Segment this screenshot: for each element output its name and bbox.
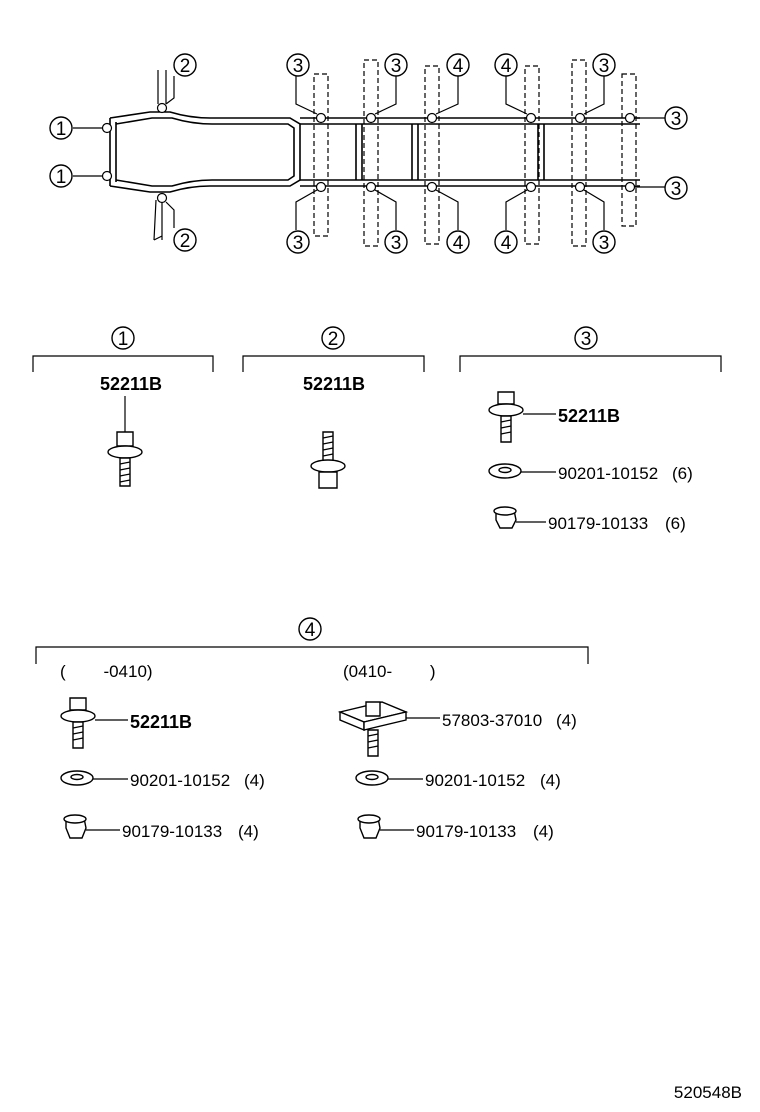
svg-text:2: 2 xyxy=(180,56,191,77)
group-4-left-washer-qty: (4) xyxy=(244,771,265,790)
group-4-right-bolt-part: 57803-37010 xyxy=(442,711,542,730)
callout-4-top-b: 4 xyxy=(494,53,518,77)
group-4: 4 ( -0410) (0410- ) 52211B 90201-10152 (… xyxy=(35,617,589,841)
svg-text:3: 3 xyxy=(391,56,402,77)
group-4-right-bolt-qty: (4) xyxy=(556,711,577,730)
bolt-icon xyxy=(310,431,346,489)
washer-icon xyxy=(60,770,94,786)
callout-3-top-b: 3 xyxy=(384,53,408,77)
nut-icon xyxy=(357,814,381,839)
nut-icon xyxy=(493,506,517,529)
group-3-nut-qty: (6) xyxy=(665,514,686,533)
svg-text:1: 1 xyxy=(56,119,67,140)
group-3-nut-part: 90179-10133 xyxy=(548,514,648,533)
group-4-left-bolt-part: 52211B xyxy=(130,712,192,732)
callout-3-bottom-b: 3 xyxy=(384,230,408,254)
callout-4-bottom-a: 4 xyxy=(446,230,470,254)
callout-3-top-a: 3 xyxy=(286,53,310,77)
svg-text:3: 3 xyxy=(581,329,592,350)
diagram-id: 520548B xyxy=(674,1083,742,1102)
group-2-part-number: 52211B xyxy=(303,374,365,394)
callout-3-bottom-c: 3 xyxy=(592,230,616,254)
group-3-bolt-part: 52211B xyxy=(558,406,620,426)
bolt-icon xyxy=(60,697,96,749)
group-3-washer-qty: (6) xyxy=(672,464,693,483)
group-3-washer-part: 90201-10152 xyxy=(558,464,658,483)
group-4-right-washer-part: 90201-10152 xyxy=(425,771,525,790)
group-4-right-washer-qty: (4) xyxy=(540,771,561,790)
group-4-right-nut-part: 90179-10133 xyxy=(416,822,516,841)
group-3: 3 52211B 90201-10152 (6) 90179-10133 (6) xyxy=(459,326,722,533)
group-4-left-range: ( -0410) xyxy=(60,662,153,681)
group-1: 1 52211B xyxy=(32,326,214,487)
bracket-bolt-icon xyxy=(337,701,409,757)
group-4-callout: 4 xyxy=(298,617,322,641)
svg-text:3: 3 xyxy=(671,179,682,200)
callout-3-bottom-a: 3 xyxy=(286,230,310,254)
svg-text:1: 1 xyxy=(56,167,67,188)
callout-3-right-upper: 3 xyxy=(664,106,688,130)
group-1-callout: 1 xyxy=(111,326,135,350)
group-3-callout: 3 xyxy=(574,326,598,350)
svg-text:4: 4 xyxy=(453,56,464,77)
frame-illustration: 1 1 2 2 3 3 4 4 3 3 3 3 3 4 4 3 xyxy=(49,53,688,254)
svg-text:4: 4 xyxy=(453,233,464,254)
group-4-right-range: (0410- ) xyxy=(343,662,436,681)
callout-4-top-a: 4 xyxy=(446,53,470,77)
svg-text:2: 2 xyxy=(328,329,339,350)
callout-1-upper: 1 xyxy=(49,116,73,140)
washer-icon xyxy=(488,463,522,479)
bolt-icon xyxy=(107,431,143,487)
group-1-part-number: 52211B xyxy=(100,374,162,394)
group-4-left-nut-qty: (4) xyxy=(238,822,259,841)
nut-icon xyxy=(63,814,87,839)
group-4-right-nut-qty: (4) xyxy=(533,822,554,841)
washer-icon xyxy=(355,770,389,786)
svg-text:2: 2 xyxy=(180,231,191,252)
callout-4-bottom-b: 4 xyxy=(494,230,518,254)
svg-text:3: 3 xyxy=(391,233,402,254)
svg-text:3: 3 xyxy=(599,56,610,77)
callout-3-top-c: 3 xyxy=(592,53,616,77)
bolt-icon xyxy=(488,391,524,443)
svg-text:4: 4 xyxy=(501,233,512,254)
group-4-left-washer-part: 90201-10152 xyxy=(130,771,230,790)
callout-2-lower: 2 xyxy=(173,228,197,252)
group-2-callout: 2 xyxy=(321,326,345,350)
svg-text:3: 3 xyxy=(671,109,682,130)
callout-3-right-lower: 3 xyxy=(664,176,688,200)
callout-1-lower: 1 xyxy=(49,164,73,188)
svg-text:4: 4 xyxy=(501,56,512,77)
svg-text:3: 3 xyxy=(293,233,304,254)
svg-text:3: 3 xyxy=(293,56,304,77)
callout-2-upper: 2 xyxy=(173,53,197,77)
svg-text:3: 3 xyxy=(599,233,610,254)
group-4-left-nut-part: 90179-10133 xyxy=(122,822,222,841)
svg-text:1: 1 xyxy=(118,329,129,350)
group-2: 2 52211B xyxy=(242,326,425,489)
svg-text:4: 4 xyxy=(305,620,316,641)
